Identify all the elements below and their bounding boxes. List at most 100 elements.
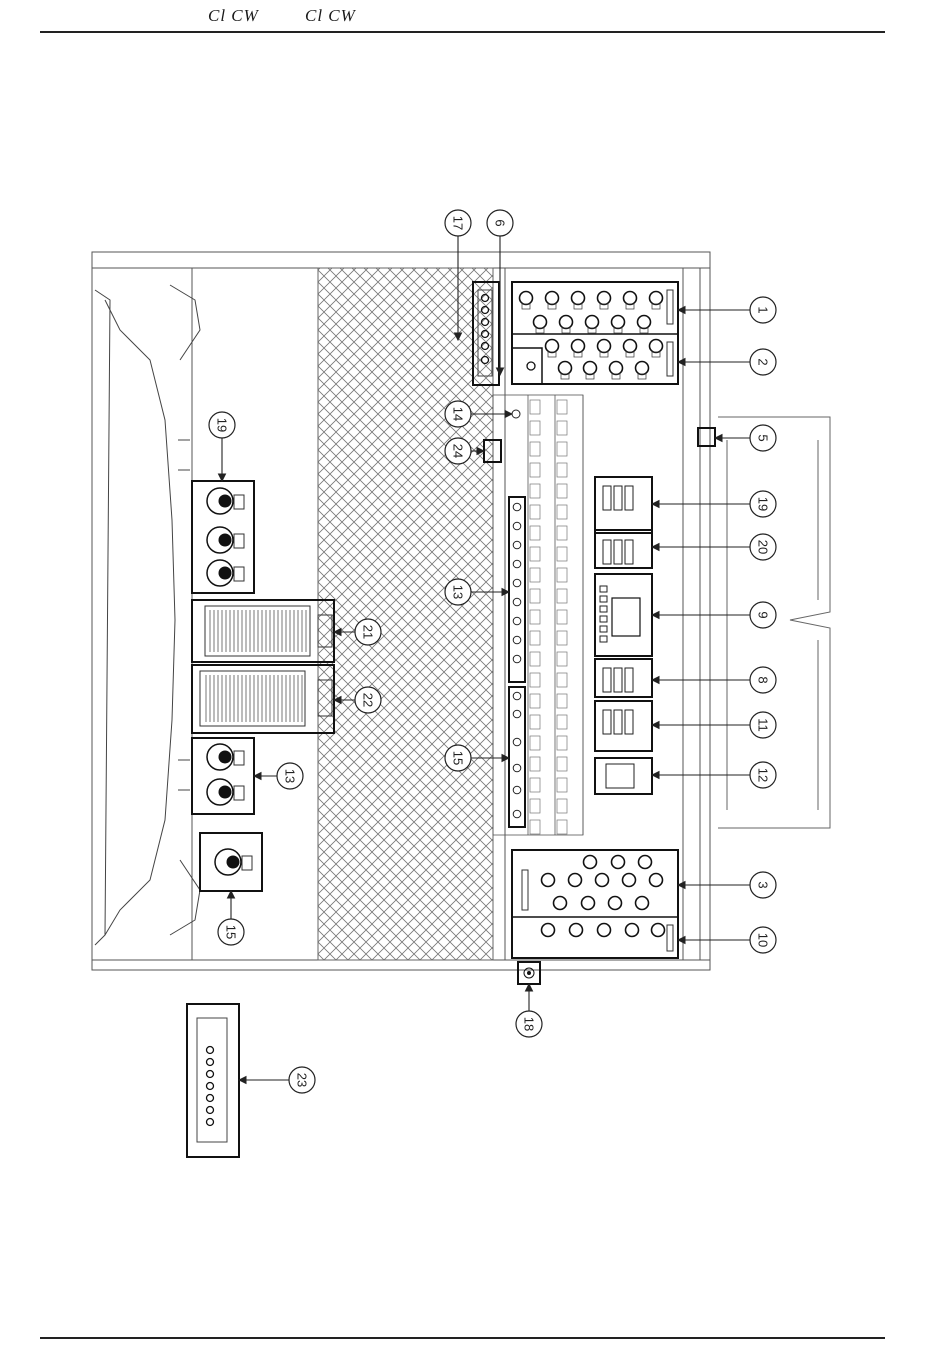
- callout-label: 3: [756, 881, 771, 888]
- keyboard-key: [557, 799, 567, 813]
- stop-label-plate: [667, 342, 673, 376]
- display-button: [600, 616, 607, 622]
- stop-knob: [609, 897, 622, 910]
- stop-knob: [650, 292, 663, 305]
- piston: [513, 617, 521, 625]
- piston: [513, 636, 521, 644]
- keyboard-key: [530, 568, 540, 582]
- keyboard-key: [530, 631, 540, 645]
- stop-knob: [546, 340, 559, 353]
- display-button: [600, 636, 607, 642]
- stop-knob: [652, 924, 665, 937]
- unit-tab: [606, 764, 634, 788]
- stop-knob: [598, 292, 611, 305]
- stop-knob: [650, 340, 663, 353]
- toe-piston-label: [234, 786, 244, 800]
- keyboard-key: [530, 778, 540, 792]
- stop-knob: [582, 897, 595, 910]
- toe-piston-group-13: [192, 738, 254, 814]
- stop-knob: [559, 362, 572, 375]
- keyboard-key: [530, 694, 540, 708]
- callout-label: 21: [361, 625, 376, 639]
- keyboard-key: [557, 610, 567, 624]
- unit-tab: [614, 486, 622, 510]
- callout-label: 17: [451, 216, 466, 230]
- keyboard-key: [557, 484, 567, 498]
- keyboard-key: [530, 799, 540, 813]
- hatched-panel: [318, 268, 493, 960]
- callout-label: 1: [756, 306, 771, 313]
- keyboard-key: [530, 652, 540, 666]
- toe-piston-label: [242, 856, 252, 870]
- piston: [513, 738, 521, 746]
- keyboard-key: [557, 421, 567, 435]
- stop-knob: [586, 316, 599, 329]
- piston: [513, 786, 521, 794]
- toe-piston-label: [234, 495, 244, 509]
- keyboard-key: [530, 463, 540, 477]
- stop-tabs-bottom: [522, 856, 673, 952]
- callout-label: 10: [756, 933, 771, 947]
- callout-label: 15: [224, 925, 239, 939]
- detail-knob: [207, 1047, 214, 1054]
- piston-strip-15: [509, 687, 525, 827]
- stop-knob: [542, 924, 555, 937]
- keyboard-key: [557, 526, 567, 540]
- unit-tab: [625, 540, 633, 564]
- keyboard-key: [557, 547, 567, 561]
- piston: [513, 692, 521, 700]
- stop-knob: [610, 362, 623, 375]
- keyboard-key: [530, 442, 540, 456]
- keyboard-key: [557, 589, 567, 603]
- stop-knob: [623, 874, 636, 887]
- display-button: [600, 606, 607, 612]
- keyboard-key: [530, 757, 540, 771]
- keyboard-key: [557, 778, 567, 792]
- stop-knob: [636, 897, 649, 910]
- stop-knob: [534, 316, 547, 329]
- callout-label: 19: [756, 497, 771, 511]
- keyboard-key: [557, 673, 567, 687]
- stop-knob: [624, 340, 637, 353]
- unit-tab: [625, 486, 633, 510]
- keyboard-key: [530, 589, 540, 603]
- keyboard-key: [530, 673, 540, 687]
- piston: [513, 598, 521, 606]
- callout-label: 15: [451, 751, 466, 765]
- callout-label: 12: [756, 768, 771, 782]
- callout-label: 6: [493, 219, 508, 226]
- stop-knob: [639, 856, 652, 869]
- display-button: [600, 596, 607, 602]
- stop-knob: [598, 340, 611, 353]
- keyboard-key: [557, 568, 567, 582]
- callout-label: 13: [451, 585, 466, 599]
- stop-knob: [612, 316, 625, 329]
- display-button: [600, 586, 607, 592]
- music-rest: [95, 285, 200, 945]
- piston: [513, 710, 521, 718]
- callout-label: 24: [451, 444, 466, 458]
- detail-knob: [207, 1095, 214, 1102]
- toe-piston-cap: [219, 786, 232, 799]
- unit-tab: [614, 540, 622, 564]
- detail-knob: [207, 1071, 214, 1078]
- stop-knob: [596, 874, 609, 887]
- detail-23: [187, 1004, 239, 1157]
- keyboard-key: [530, 421, 540, 435]
- piston: [513, 503, 521, 511]
- unit-tab: [603, 540, 611, 564]
- callout-label: 14: [451, 407, 466, 421]
- toe-piston-cap: [219, 534, 232, 547]
- keyboard-key: [530, 484, 540, 498]
- piston: [513, 810, 521, 818]
- stop-knob: [572, 340, 585, 353]
- keyboard-key: [557, 715, 567, 729]
- stop-knob: [612, 856, 625, 869]
- keyboard-key: [557, 736, 567, 750]
- keyboard-key: [530, 736, 540, 750]
- keyboard-key: [530, 400, 540, 414]
- callout-label: 22: [361, 693, 376, 707]
- panel-knob: [527, 362, 535, 370]
- callout-label: 5: [756, 434, 771, 441]
- detail-knob: [207, 1119, 214, 1126]
